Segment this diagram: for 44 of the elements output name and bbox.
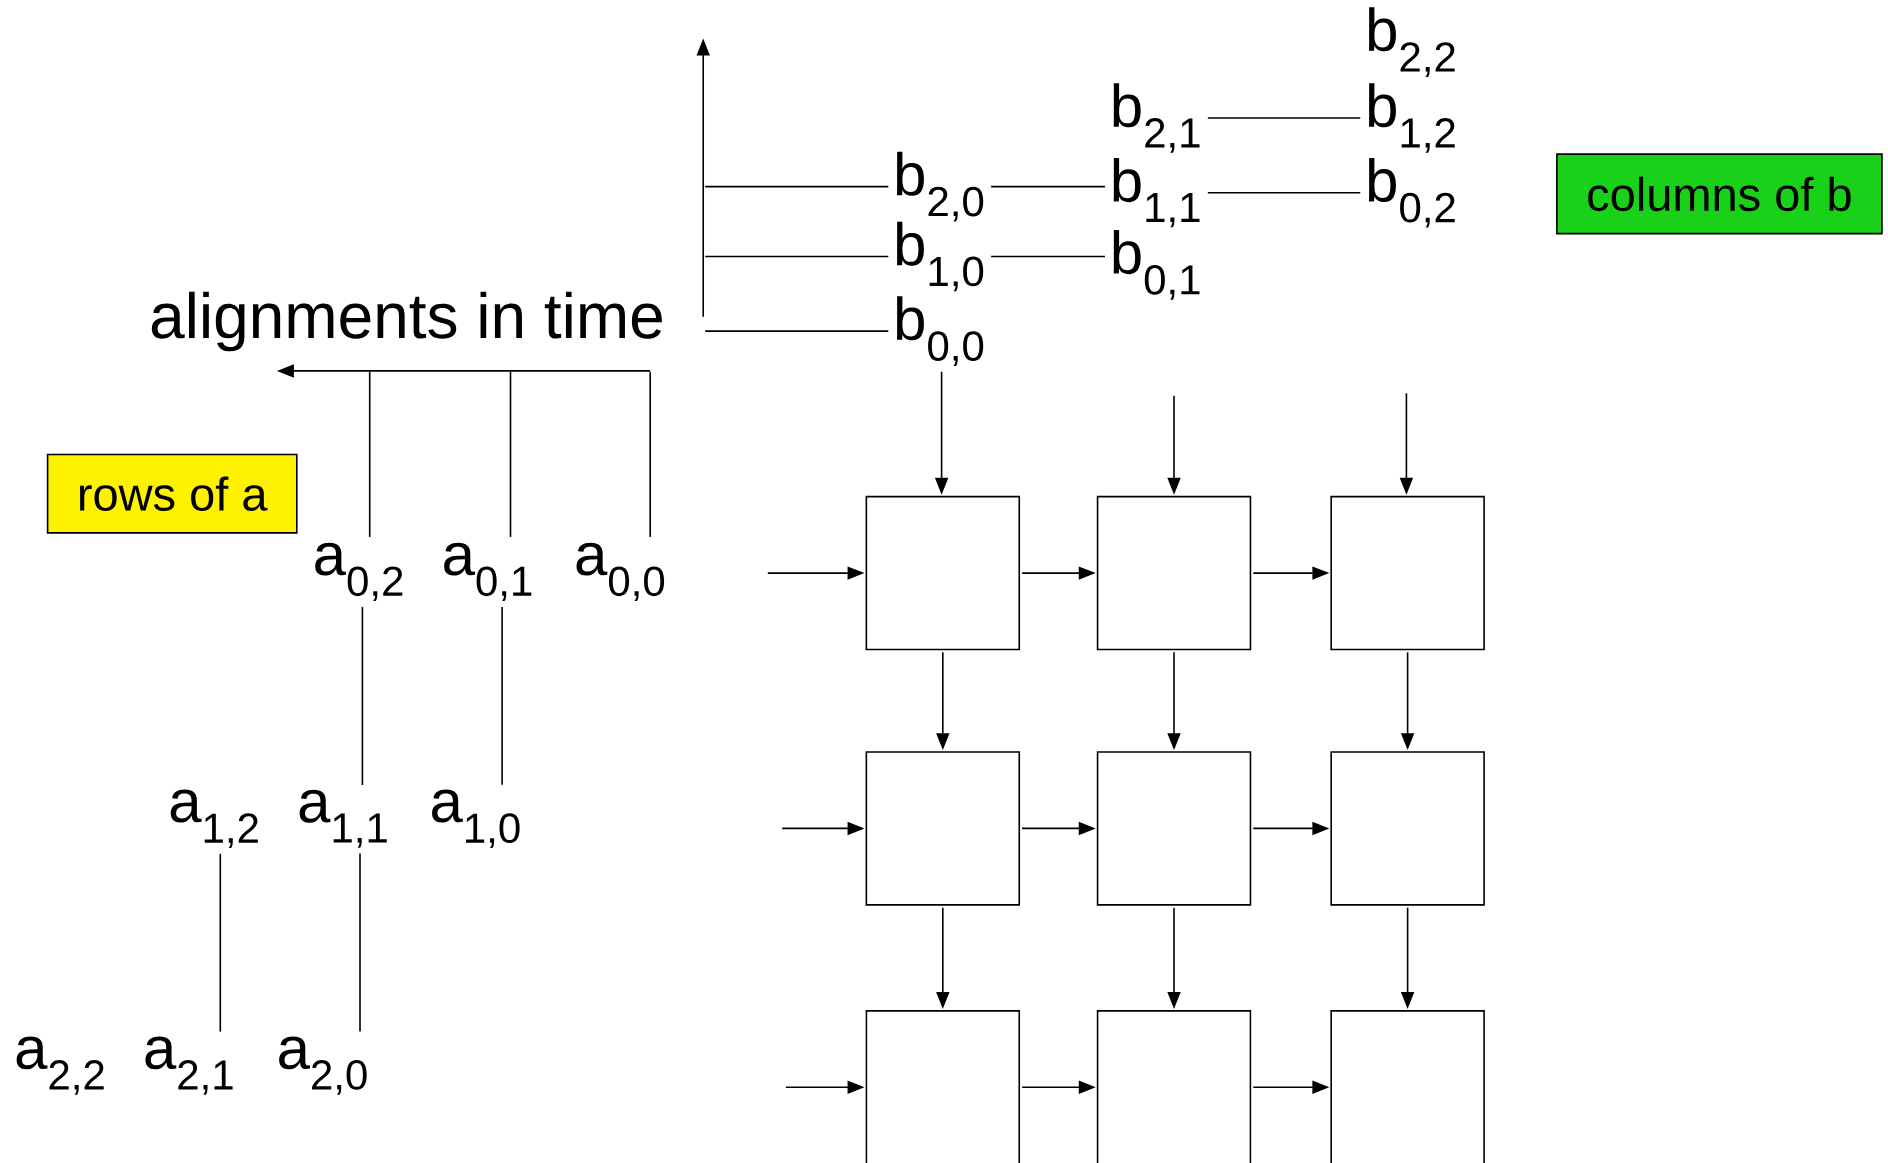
alignment-line	[359, 852, 361, 1033]
alignment-line	[704, 255, 890, 258]
matrix-element: b$_{2,2}$	[1368, 7, 1455, 77]
alignment-line	[361, 606, 364, 786]
alignment-line	[509, 371, 512, 538]
matrix-element: a$_{2,0}$	[279, 1036, 367, 1095]
processing-cell	[865, 495, 1021, 651]
processing-cell	[1096, 1010, 1252, 1163]
alignment-line	[990, 185, 1106, 188]
processing-cell	[1330, 751, 1485, 906]
matrix-element: b$_{0,0}$	[896, 296, 984, 366]
alignment-line	[1207, 191, 1362, 194]
processing-cell	[865, 751, 1021, 906]
matrix-element: b$_{0,1}$	[1113, 230, 1200, 300]
alignment-line	[990, 255, 1106, 258]
processing-cell	[865, 1010, 1021, 1163]
matrix-element: a$_{1,1}$	[299, 789, 387, 848]
alignment-line	[704, 330, 890, 332]
alignment-line	[219, 853, 222, 1033]
matrix-element: a$_{1,0}$	[432, 789, 520, 849]
matrix-element: b$_{0,2}$	[1368, 157, 1455, 228]
time-label: alignments in time	[151, 291, 662, 352]
matrix-element: a$_{0,0}$	[576, 542, 665, 602]
label-box: rows of a	[46, 453, 298, 534]
alignment-line	[649, 371, 651, 538]
processing-cell	[1096, 495, 1252, 651]
label-box: columns of b	[1556, 153, 1883, 235]
matrix-element: a$_{2,1}$	[145, 1036, 233, 1095]
processing-cell	[1096, 751, 1252, 906]
matrix-element: b$_{1,2}$	[1368, 83, 1455, 153]
matrix-element: a$_{2,2}$	[16, 1036, 104, 1095]
alignment-line	[704, 185, 890, 188]
processing-cell	[1330, 1010, 1485, 1163]
matrix-element: b$_{2,0}$	[896, 151, 984, 222]
matrix-element: b$_{1,1}$	[1113, 158, 1200, 228]
matrix-element: b$_{1,0}$	[896, 221, 984, 292]
alignment-line	[501, 606, 503, 786]
matrix-element: a$_{1,2}$	[170, 789, 258, 849]
matrix-element: b$_{2,1}$	[1113, 83, 1200, 153]
matrix-element: a$_{0,2}$	[315, 542, 403, 602]
matrix-element: a$_{0,1}$	[444, 542, 532, 602]
alignment-line	[368, 371, 371, 538]
alignment-line	[1207, 117, 1362, 119]
processing-cell	[1330, 495, 1485, 651]
